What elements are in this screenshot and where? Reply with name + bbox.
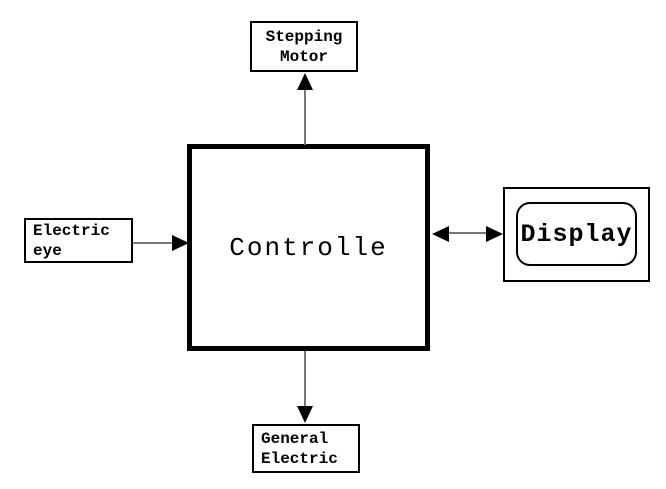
node-general-electric: General Electric bbox=[252, 424, 360, 473]
stepping-motor-label-line2: Motor bbox=[279, 47, 328, 66]
display-label: Display bbox=[520, 219, 633, 249]
node-stepping-motor: Stepping Motor bbox=[250, 21, 358, 72]
arrow-controller-display-shaft bbox=[447, 232, 488, 234]
arrow-right-icon bbox=[172, 235, 189, 251]
general-electric-label-line2: Electric bbox=[261, 449, 338, 468]
general-electric-label-line1: General bbox=[261, 429, 329, 448]
arrow-left-icon bbox=[432, 226, 449, 242]
controller-label: Controlle bbox=[229, 232, 388, 263]
node-electric-eye: Electric eye bbox=[24, 218, 133, 263]
arrow-controller-to-stepping-motor-shaft bbox=[304, 88, 306, 145]
arrow-right-icon bbox=[486, 226, 503, 242]
electric-eye-label-line2: eye bbox=[33, 241, 62, 260]
stepping-motor-label-line1: Stepping bbox=[265, 27, 343, 46]
arrow-electric-eye-to-controller-shaft bbox=[133, 242, 174, 244]
display-screen: Display bbox=[516, 202, 637, 266]
node-display: Display bbox=[503, 187, 650, 282]
electric-eye-label-line1: Electric bbox=[33, 221, 110, 240]
arrow-down-icon bbox=[297, 406, 313, 423]
general-electric-label: General Electric bbox=[254, 426, 358, 471]
arrow-up-icon bbox=[297, 73, 313, 90]
stepping-motor-label: Stepping Motor bbox=[252, 23, 356, 70]
electric-eye-label: Electric eye bbox=[26, 220, 131, 261]
node-controller: Controlle bbox=[187, 144, 430, 351]
arrow-controller-to-general-electric-shaft bbox=[304, 351, 306, 408]
